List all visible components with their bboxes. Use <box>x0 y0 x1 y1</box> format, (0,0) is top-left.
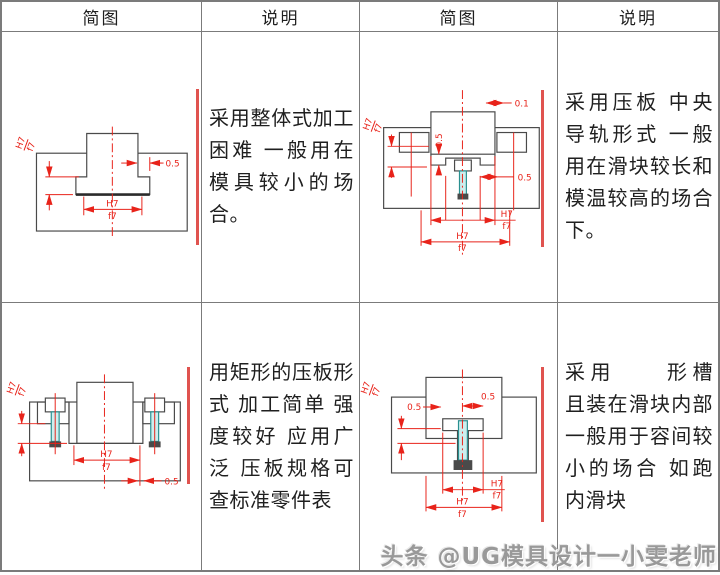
diagram-cell-t-groove: H7 f7 0.5 0.5 H7 <box>360 303 558 570</box>
center-rail-diagram: 0.1 H7 f7 0.5 <box>362 90 540 256</box>
fit-label-bottom: f7 <box>502 222 511 232</box>
clearance-label: 0.5 <box>165 477 179 487</box>
clearance-label: 0.5 <box>407 403 421 413</box>
fit-label-bottom: f7 <box>458 510 467 520</box>
header-label: 简图 <box>82 9 121 28</box>
column-header-note-2: 说明 <box>558 2 718 32</box>
fit-label-top: H7 <box>106 199 118 209</box>
header-label: 说明 <box>619 9 657 28</box>
diagram-cell-pressure-plate: H7 f7 H7 f7 0.5 <box>2 303 202 570</box>
column-header-sketch-2: 简图 <box>360 2 558 32</box>
red-accent-bar <box>196 89 199 245</box>
diagram-cell-integral-t-slot: H7 f7 0.5 H7 <box>2 32 202 303</box>
fit-tolerance-label: H7 f7 <box>6 381 30 398</box>
clearance-label: 0.1 <box>515 99 529 109</box>
note-cell-pressure-plate: 用矩形的压板形式 加工简单 强度较好 应用广泛 压板规格可查标准零件表 <box>202 303 360 570</box>
svg-text:f7: f7 <box>26 141 38 153</box>
description-text: 采用 形槽 且装在滑块内部 一般用于容间较小的场合 如跑内滑块 <box>565 361 713 512</box>
column-header-note-1: 说明 <box>202 2 360 32</box>
t-groove-diagram: H7 f7 0.5 0.5 H7 <box>360 369 537 520</box>
svg-text:f7: f7 <box>17 386 29 398</box>
pressure-plate-diagram: H7 f7 H7 f7 0.5 <box>6 374 181 492</box>
fit-label-top: H7 <box>456 497 468 507</box>
fit-label-top: H7 <box>491 480 503 490</box>
clearance-label: 0.5 <box>518 173 532 183</box>
header-label: 简图 <box>439 9 478 28</box>
red-accent-bar <box>187 367 190 484</box>
header-label: 说明 <box>261 9 300 28</box>
dimension-annotations: H7 f7 0.5 H7 <box>15 126 180 237</box>
clearance-label: 0.5 <box>481 393 495 403</box>
integral-t-slot-diagram: H7 f7 0.5 H7 <box>15 126 188 237</box>
vertical-clearance-label: 0.5 <box>435 133 445 147</box>
description-text: 采用压板 中央导轨形式 一般用在滑块较长和模温较高的场合下。 <box>565 92 713 242</box>
fit-label-top: H7 <box>100 450 112 460</box>
fit-label-top: H7 <box>456 232 468 242</box>
fit-label-bottom: f7 <box>108 212 117 222</box>
dimension-annotations: H7 f7 H7 f7 0.5 <box>6 374 179 492</box>
note-cell-t-groove: 采用 形槽 且装在滑块内部 一般用于容间较小的场合 如跑内滑块 <box>558 303 718 570</box>
column-header-sketch-1: 简图 <box>2 2 202 32</box>
fit-tolerance-label: H7 f7 <box>360 381 383 398</box>
svg-text:f7: f7 <box>371 386 383 398</box>
dimension-annotations: 0.1 H7 f7 0.5 <box>362 90 532 256</box>
note-cell-center-rail: 采用压板 中央导轨形式 一般用在滑块较长和模温较高的场合下。 <box>558 32 718 303</box>
red-accent-bar <box>541 367 544 522</box>
description-text: 采用整体式加工困难 一般用在模具较小的场合。 <box>209 108 354 226</box>
description-text: 用矩形的压板形式 加工简单 强度较好 应用广泛 压板规格可查标准零件表 <box>209 361 354 512</box>
dimension-annotations: H7 f7 0.5 0.5 H7 <box>360 369 505 520</box>
note-cell-integral: 采用整体式加工困难 一般用在模具较小的场合。 <box>202 32 360 303</box>
fit-label-top: H7 <box>501 210 513 220</box>
fit-label-bottom: f7 <box>102 463 111 473</box>
red-accent-bar <box>541 90 544 247</box>
svg-text:f7: f7 <box>373 122 385 134</box>
fit-label-bottom: f7 <box>458 244 467 254</box>
fit-tolerance-label: H7 f7 <box>15 136 39 153</box>
fit-label-bottom: f7 <box>493 492 502 502</box>
diagram-cell-center-rail: 0.1 H7 f7 0.5 <box>360 32 558 303</box>
watermark-text: 头条 @UG模具设计一小雯老师 <box>380 544 717 570</box>
clearance-label: 0.5 <box>166 160 180 170</box>
svg-text:0.5: 0.5 <box>435 133 445 147</box>
fit-tolerance-label: H7 f7 <box>362 117 386 134</box>
